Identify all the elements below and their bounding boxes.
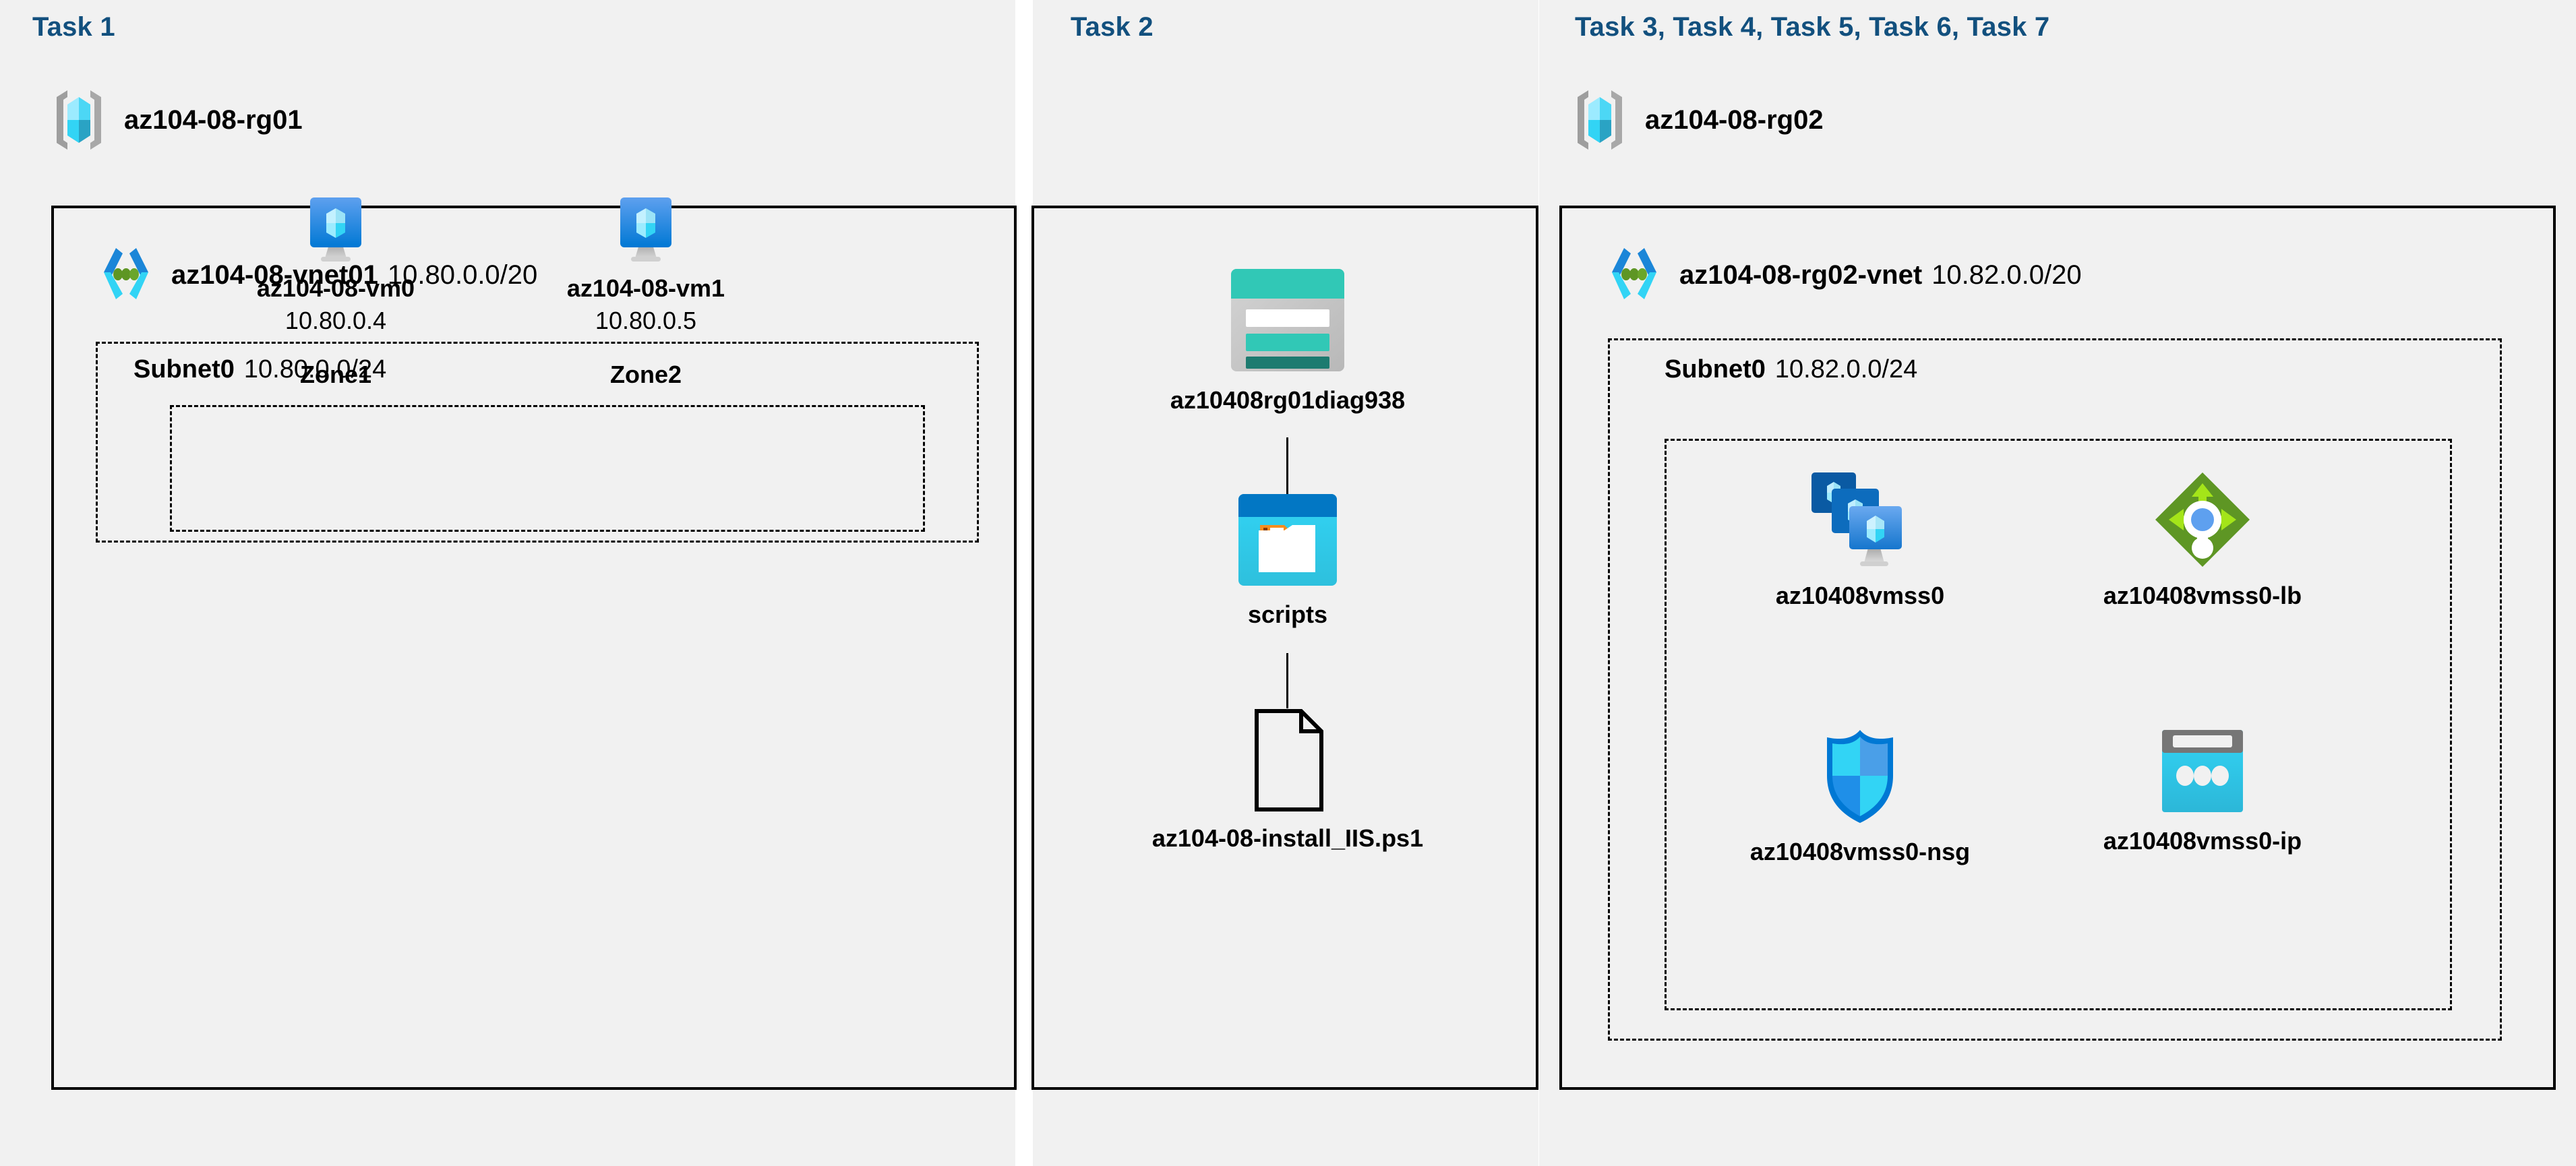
network-security-group-icon	[1818, 726, 1903, 827]
vm-name: az104-08-vm1	[566, 274, 725, 302]
resource-group-az104-08-rg01[interactable]: az104-08-rg01	[50, 88, 303, 152]
file-az104-08-install-iis-ps1[interactable]: az104-08-install_IIS.ps1	[1034, 707, 1541, 853]
resource-group-icon	[1571, 88, 1629, 152]
blob-container-scripts[interactable]: scripts	[1034, 490, 1541, 629]
resource-group-icon	[50, 88, 108, 152]
vm-az104-08-vm0[interactable]: az104-08-vm0 10.80.0.4 Zone1	[194, 193, 477, 389]
virtual-network-name: az104-08-vnet01	[171, 259, 378, 290]
subnet-name: Subnet0	[1665, 355, 1766, 383]
virtual-machine-icon	[302, 193, 369, 264]
vnet-box-az104-08-vnet01: az104-08-vnet01 10.80.0.0/20 Subnet0 10.80…	[51, 197, 1017, 1090]
virtual-network-name: az104-08-rg02-vnet	[1679, 259, 1923, 290]
vnet-box-az104-08-rg02-vnet: az104-08-rg02-vnet 10.82.0.0/20 Subnet0 10…	[1559, 206, 2556, 1090]
vm-name: az104-08-vm0	[256, 274, 415, 302]
vm-ip-address: 10.80.0.4	[284, 307, 387, 334]
resource-group-name: az104-08-rg01	[124, 104, 303, 135]
virtual-network-header[interactable]: az104-08-vnet01 10.80.0.0/20	[96, 245, 537, 305]
vm-az104-08-vm1[interactable]: az104-08-vm1 10.80.0.5 Zone2	[504, 193, 787, 389]
connector-container-to-file	[1286, 653, 1288, 708]
subnet-name: Subnet0	[133, 355, 235, 383]
storage-account-az10408rg01diag938[interactable]: az10408rg01diag938	[1034, 265, 1541, 415]
subnet-cidr: 10.80.0.0/24	[243, 355, 387, 383]
virtual-network-cidr: 10.82.0.0/20	[1931, 259, 2082, 290]
task-3-to-7-panel	[1539, 0, 2576, 1166]
virtual-network-icon	[96, 245, 156, 305]
resource-group-name: az104-08-rg02	[1645, 104, 1824, 135]
subnet-label: Subnet0 10.80.0.0/24	[133, 355, 386, 384]
blob-container-name: scripts	[1247, 601, 1328, 628]
vm-scale-set-icon	[1806, 468, 1914, 571]
task-2-box: az10408rg01diag938	[1031, 206, 1538, 1090]
network-security-group-az10408vmss0-nsg[interactable]: az10408vmss0-nsg	[1712, 726, 2008, 866]
subnet-label: Subnet0 10.82.0.0/24	[1665, 355, 1917, 384]
resource-group-az104-08-rg02[interactable]: az104-08-rg02	[1571, 88, 1824, 152]
load-balancer-az10408vmss0-lb[interactable]: az10408vmss0-lb	[2054, 468, 2351, 610]
virtual-network-header[interactable]: az104-08-rg02-vnet 10.82.0.0/20	[1604, 245, 2082, 305]
vm-scale-set-az10408vmss0[interactable]: az10408vmss0	[1712, 468, 2008, 610]
public-ip-address-name: az10408vmss0-ip	[2103, 827, 2302, 855]
network-security-group-name: az10408vmss0-nsg	[1749, 838, 1971, 865]
storage-account-icon	[1226, 265, 1350, 375]
task-2-label: Task 2	[1071, 12, 1154, 42]
load-balancer-name: az10408vmss0-lb	[2103, 582, 2302, 609]
task-1-panel	[0, 0, 1015, 1166]
vm-zone: Zone1	[299, 361, 371, 388]
file-icon	[1243, 707, 1332, 814]
file-name: az104-08-install_IIS.ps1	[1151, 824, 1424, 852]
subnet-box-subnet0	[1608, 338, 2502, 1041]
virtual-machine-icon	[612, 193, 680, 264]
public-ip-address-icon	[2155, 726, 2250, 816]
virtual-network-icon	[1604, 245, 1665, 305]
subnet-cidr: 10.82.0.0/24	[1774, 355, 1918, 383]
storage-account-name: az10408rg01diag938	[1170, 386, 1406, 414]
public-ip-address-az10408vmss0-ip[interactable]: az10408vmss0-ip	[2054, 726, 2351, 855]
zone-group-box	[170, 405, 925, 532]
blob-container-icon	[1233, 490, 1342, 590]
task-1-label: Task 1	[32, 12, 115, 42]
load-balancer-icon	[2151, 468, 2254, 571]
vm-zone: Zone2	[609, 361, 682, 388]
vm-ip-address: 10.80.0.5	[595, 307, 697, 334]
vm-scale-set-name: az10408vmss0	[1775, 582, 1945, 609]
subnet-resources-box	[1665, 439, 2452, 1010]
connector-storage-to-container	[1286, 437, 1288, 494]
virtual-network-cidr: 10.80.0.0/20	[387, 259, 538, 290]
task-3-to-7-label: Task 3, Task 4, Task 5, Task 6, Task 7	[1575, 12, 2050, 42]
subnet-box-subnet0	[96, 342, 979, 543]
